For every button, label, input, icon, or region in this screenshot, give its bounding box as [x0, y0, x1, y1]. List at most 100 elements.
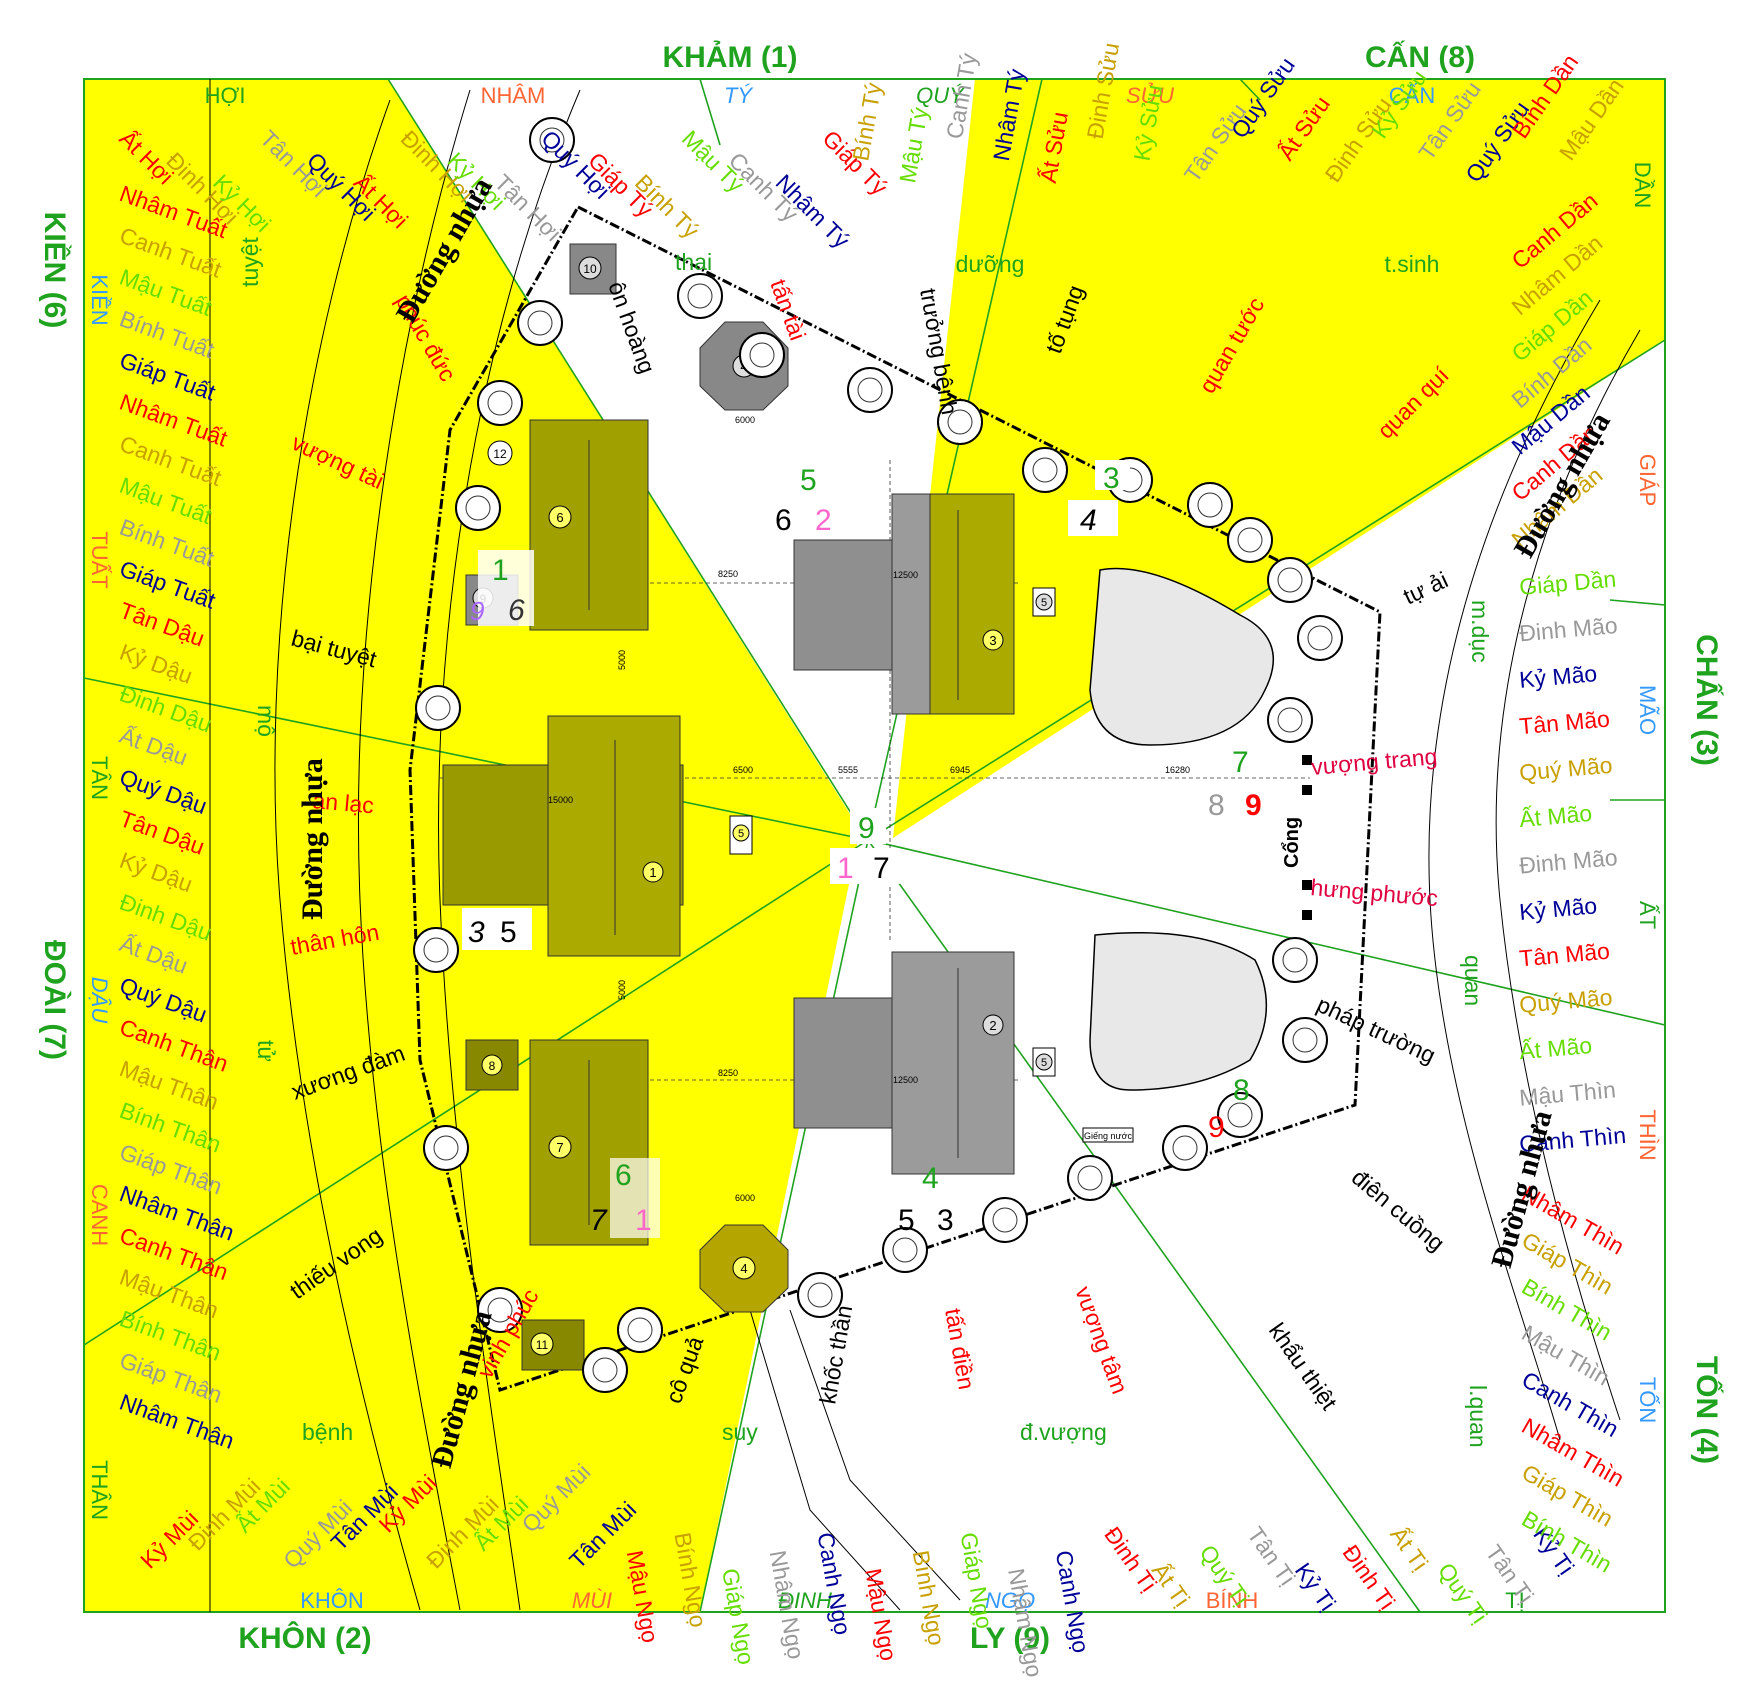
ring-label: Bính Ngọ — [908, 1548, 950, 1647]
small-11: 11 — [521, 1319, 585, 1371]
dim-label: 12500 — [893, 1075, 918, 1085]
tree-canopy — [423, 937, 449, 963]
direction-khon: KHÔN (2) — [238, 1621, 371, 1655]
tree-canopy — [1032, 457, 1058, 483]
star-num: 6 — [615, 1159, 632, 1192]
ring-label: Đinh Tị — [1338, 1540, 1401, 1614]
star-num: 9 — [1245, 789, 1262, 822]
pavilion-label: 4 — [740, 1261, 747, 1276]
dim-label: 6000 — [735, 415, 755, 425]
mountain-tan: TÂN — [87, 756, 112, 800]
mountain-binh: BÍNH — [1206, 1588, 1259, 1613]
tree-canopy — [1237, 527, 1263, 553]
small-10: 10 — [569, 243, 617, 295]
tree-canopy — [592, 1357, 618, 1383]
star-tan-dien: tấn điền — [940, 1306, 980, 1391]
mountain-ty: TÝ — [724, 83, 753, 108]
dim-label: 6500 — [733, 765, 753, 775]
mountain-can: CẤN — [1389, 83, 1435, 108]
dim-label: 5000 — [617, 980, 627, 1000]
star-num: 9 — [1208, 1111, 1225, 1144]
tree — [1282, 1017, 1328, 1063]
tree-canopy — [1307, 625, 1333, 651]
ring-label: Mậu Tý — [894, 105, 933, 185]
tree — [739, 332, 785, 378]
tree — [517, 300, 563, 346]
ring-label: Đinh Tị — [1099, 1522, 1162, 1596]
star-suy: suy — [722, 1419, 758, 1445]
mountain-dau: DẬU — [87, 977, 112, 1024]
star-num: 7 — [590, 1204, 608, 1237]
road-label-w: Đường nhựa — [296, 758, 329, 920]
tree-canopy — [749, 342, 775, 368]
kiosk-label: 5 — [1041, 597, 1047, 609]
mountain-giap: GIÁP — [1635, 454, 1660, 507]
tree — [1067, 1155, 1113, 1201]
dim-label: 5555 — [838, 765, 858, 775]
kiosk-5-b: 5 — [729, 815, 753, 855]
star-num: 3 — [1103, 462, 1120, 495]
house-1: 1 — [442, 715, 684, 957]
tree-canopy — [1077, 1165, 1103, 1191]
dim-label: 8250 — [718, 569, 738, 579]
tree-canopy — [433, 1135, 459, 1161]
houses: 1 2 3 6 7 — [442, 243, 1312, 1371]
tree — [882, 1227, 928, 1273]
mountain-dinh: ĐINH — [778, 1588, 832, 1613]
star-mo: mộ — [253, 705, 279, 737]
mountain-suu: SỬU — [1126, 82, 1174, 108]
mountain-labels: HỢI NHÂM TÝ QUÝ SỬU CẤN DẦN GIÁP MÃO ẤT … — [87, 82, 1661, 1613]
star-vuong-tam: vượng tâm — [1070, 1283, 1133, 1397]
direction-doai: ĐOÀI (7) — [38, 940, 72, 1060]
star-phap-truong: pháp trường — [1313, 991, 1440, 1069]
star-quan: quan — [1460, 955, 1486, 1006]
tree — [413, 927, 459, 973]
ring-label: Quý Tị — [1433, 1558, 1493, 1628]
star-dien-cuong: điên cuồng — [1347, 1164, 1450, 1256]
star-vuong-trang: vượng trang — [1310, 743, 1438, 780]
tree — [1162, 1125, 1208, 1171]
tree-canopy — [892, 1237, 918, 1263]
star-l-quan: l.quan — [1465, 1385, 1491, 1448]
small-12: 12 — [487, 440, 513, 466]
kiosk-label: 5 — [738, 828, 744, 840]
mountain-nham: NHÂM — [481, 83, 546, 108]
ring-label: Tân Tị — [1242, 1522, 1300, 1590]
ring-label: Mậu Ngọ — [860, 1566, 902, 1662]
house-2: 2 — [793, 951, 1015, 1175]
star-tuyet: tuyệt — [237, 236, 263, 286]
star-num: 3 — [468, 916, 485, 949]
tree — [1227, 517, 1273, 563]
mountain-mao: MÃO — [1635, 685, 1660, 735]
star-num: 7 — [873, 852, 890, 885]
star-num: 5 — [898, 1204, 915, 1237]
ring-label: Giáp Dần — [1518, 566, 1617, 600]
mountain-dan: DẦN — [1630, 162, 1655, 208]
star-hung-phuoc: hưng phước — [1310, 874, 1440, 911]
tree-canopy — [487, 1297, 513, 1323]
tree — [455, 485, 501, 531]
tree — [1022, 447, 1068, 493]
misc-labels: Cổng Giếng nước 8250 8250 6500 5555 6945… — [548, 415, 1303, 1203]
ring-label: Kỷ Mão — [1518, 892, 1598, 925]
tree — [1297, 615, 1343, 661]
house-label: 7 — [556, 1140, 563, 1155]
tree — [797, 1272, 843, 1318]
tree-canopy — [527, 310, 553, 336]
direction-kien: KIỀN (6) — [38, 212, 72, 329]
tree-canopy — [947, 409, 973, 435]
tree-canopy — [539, 127, 565, 153]
garden-south — [1089, 932, 1268, 1091]
ring-label: Canh Ngọ — [812, 1530, 856, 1637]
mountain-thin: THÌN — [1635, 1109, 1660, 1160]
tree-canopy — [465, 495, 491, 521]
tree-canopy — [807, 1282, 833, 1308]
ring-label: Giáp Ngọ — [717, 1566, 759, 1666]
ring-label: Tân Mão — [1518, 705, 1611, 739]
star-on-hoang: ôn hoàng — [603, 278, 660, 377]
star-khoc-than: khốc thần — [814, 1303, 857, 1406]
house-label: 2 — [989, 1018, 996, 1033]
guide-lines — [209, 79, 1641, 1612]
sector-northeast — [893, 79, 1665, 838]
